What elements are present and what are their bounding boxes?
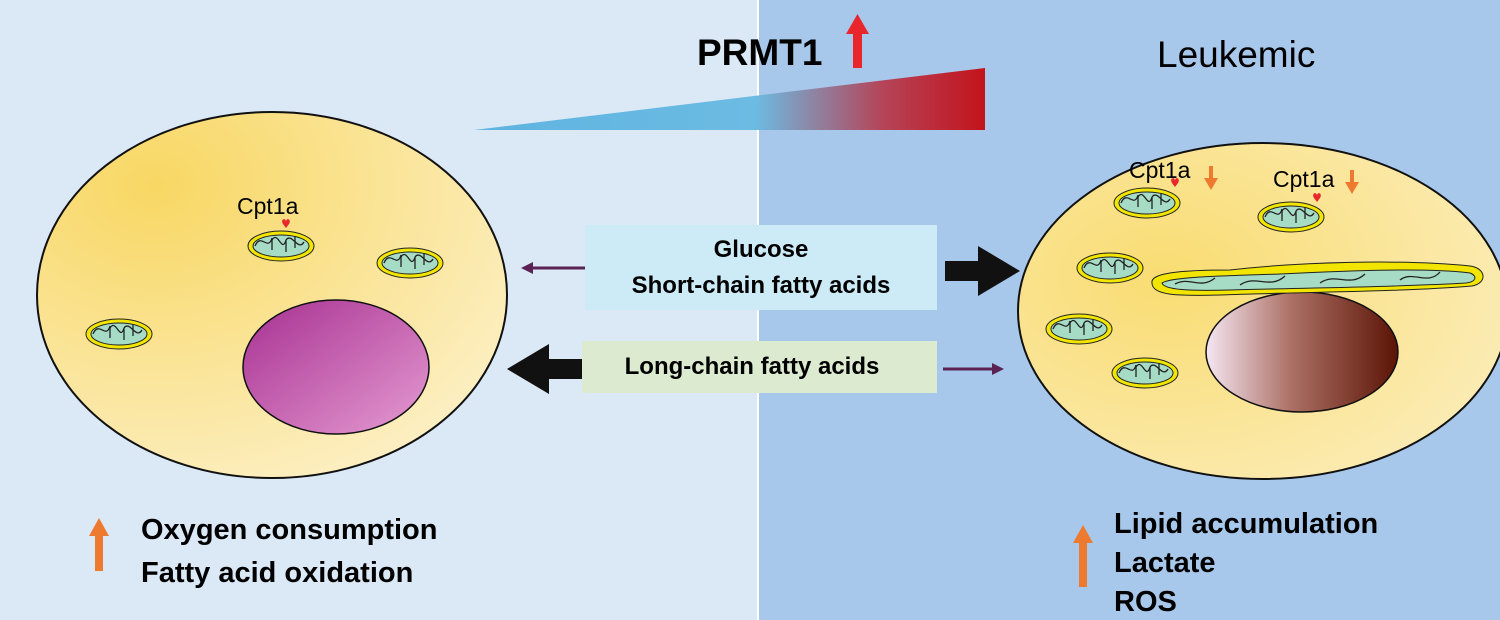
right-mitochondrion-4 xyxy=(1045,313,1113,345)
glucose-label: Glucose xyxy=(713,235,809,263)
leukemic-label: Leukemic xyxy=(1157,34,1316,75)
lcfa-box-text: Long-chain fatty acids xyxy=(582,341,922,393)
increase-arrow-icon xyxy=(89,518,109,571)
thin-arrow-left-icon xyxy=(521,262,585,274)
cpt1a-down-arrow-icon xyxy=(1345,170,1359,194)
left-cpt1a-label: Cpt1a xyxy=(237,193,299,219)
lcfa-box xyxy=(582,341,937,393)
prmt1-gradient-wedge xyxy=(474,68,985,130)
lcfa-label: Long-chain fatty acids xyxy=(624,353,880,380)
bottom-right-item-2: Lactate xyxy=(1114,547,1216,579)
right-nucleus xyxy=(1205,291,1399,413)
right-cpt1a-label-2: Cpt1a xyxy=(1273,166,1335,192)
prmt1-up-arrow-icon xyxy=(846,14,869,68)
right-mitochondrion-2 xyxy=(1257,201,1325,233)
right-cpt1a-label-1: Cpt1a xyxy=(1129,157,1191,183)
increase-arrow-icon xyxy=(1073,525,1093,587)
cpt1a-down-arrow-icon xyxy=(1204,166,1218,190)
glucose-box xyxy=(585,225,937,310)
cpt1a-marker-icon xyxy=(282,219,290,228)
left-nucleus xyxy=(242,299,430,435)
right-mitochondrion-5 xyxy=(1111,357,1179,389)
thick-arrow-left-icon xyxy=(507,344,582,394)
right-mitochondrion-1 xyxy=(1113,187,1181,219)
scfa-label: Short-chain fatty acids xyxy=(631,271,891,299)
bottom-right-item-3: ROS xyxy=(1114,586,1177,618)
right-cell xyxy=(1017,142,1500,480)
thick-arrow-right-icon xyxy=(945,246,1020,296)
thin-arrow-right-icon xyxy=(943,363,1004,375)
cpt1a-marker-icon xyxy=(1313,193,1321,202)
prmt1-title: PRMT1 xyxy=(697,32,823,73)
bottom-right-item-1: Lipid accumulation xyxy=(1114,508,1379,540)
right-mitochondrion-3 xyxy=(1076,252,1144,284)
cpt1a-marker-icon xyxy=(1171,178,1179,187)
bottom-left-item-1: Oxygen consumption xyxy=(141,514,438,546)
glucose-box-text: Glucose Short-chain fatty acids xyxy=(585,225,937,310)
bottom-left-item-2: Fatty acid oxidation xyxy=(141,557,414,589)
left-mitochondrion-1 xyxy=(247,230,315,262)
left-cell xyxy=(36,111,508,479)
left-mitochondrion-3 xyxy=(85,318,153,350)
left-mitochondrion-2 xyxy=(376,247,444,279)
